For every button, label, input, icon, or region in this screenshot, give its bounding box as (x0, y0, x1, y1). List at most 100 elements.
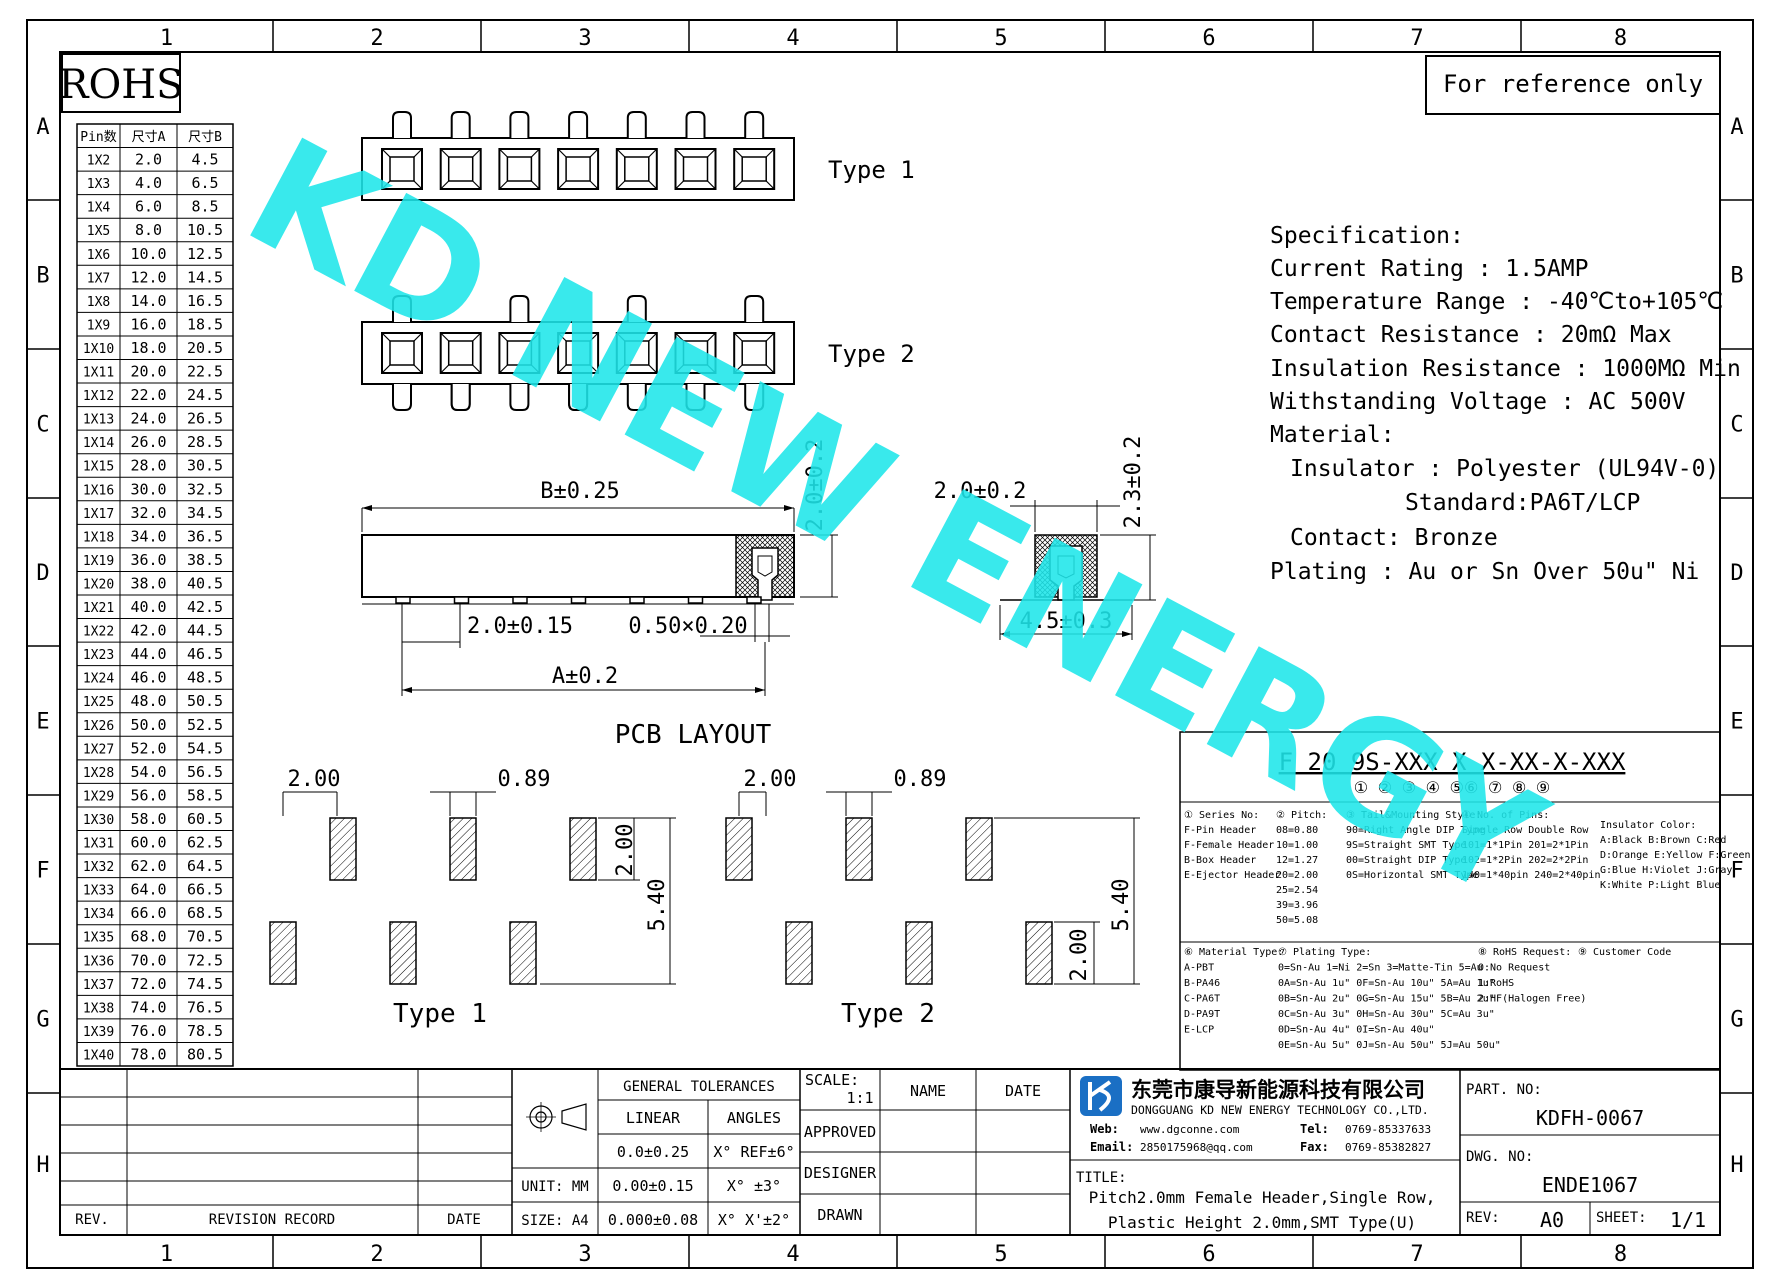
type2-label: Type 2 (828, 340, 915, 368)
pin-table-cell: 78.0 (130, 1045, 166, 1063)
dim-a: A±0.2 (552, 664, 618, 689)
revision-record-header: REVISION RECORD (209, 1212, 335, 1228)
pin-table-cell: 70.0 (130, 951, 166, 969)
dwg-no-label: DWG. NO: (1466, 1149, 1533, 1165)
pin-table-cell: 30.5 (187, 457, 223, 475)
col-label-bottom-3: 3 (578, 1242, 591, 1267)
pin-table-cell: 60.0 (130, 834, 166, 852)
pin-table-cell: 58.0 (130, 810, 166, 828)
pin-table-cell: 1X37 (83, 978, 114, 993)
pin-table-cell: 72.0 (130, 975, 166, 993)
tol-angle-3: X° X'±2° (718, 1211, 790, 1229)
col-label-4: 4 (786, 26, 799, 51)
code-line: F-Pin Header (1184, 825, 1256, 836)
pin-table-cell: 62.5 (187, 834, 223, 852)
pin-table-header: 尺寸A (132, 130, 166, 145)
col-label-bottom-2: 2 (370, 1242, 383, 1267)
pin-table-cell: 22.5 (187, 363, 223, 381)
front-view: B±0.25 2.0±0.2 2.0±0.15 0.50×0.20 A±0.2 (361, 439, 838, 696)
web: www.dgconne.com (1140, 1123, 1240, 1136)
code-line: ① Series No: (1184, 810, 1259, 821)
pin-table-cell: 1X6 (87, 248, 110, 263)
code-line: ⑥ Material Type: (1184, 947, 1283, 958)
pin-table-cell: 1X7 (87, 271, 110, 286)
pin-table-cell: 1X10 (83, 342, 114, 357)
pin-table-cell: 54.0 (130, 763, 166, 781)
fax-label: Fax: (1300, 1140, 1329, 1154)
pcb-dim-540-t2: 5.40 (1109, 879, 1134, 932)
approved-label: APPROVED (804, 1123, 876, 1141)
part-code-box: F 20 9S-XXX X X-XX-X-XXX ① ② ③ ④ ⑤⑥ ⑦ ⑧ … (1179, 731, 1751, 1071)
email: 2850175968@qq.com (1140, 1141, 1253, 1154)
pin-table-cell: 20.5 (187, 339, 223, 357)
col-label-bottom-6: 6 (1202, 1242, 1215, 1267)
pin-table-cell: 18.5 (187, 315, 223, 333)
pin-table-cell: 44.5 (187, 622, 223, 640)
row-label-right-C: C (1730, 413, 1743, 438)
pin-table-cell: 1X19 (83, 554, 114, 569)
pin-table-cell: 4.0 (135, 174, 162, 192)
code-line: B-PA46 (1184, 978, 1220, 989)
scale-value: 1:1 (846, 1089, 873, 1107)
pin-table-cell: 1X24 (83, 672, 114, 687)
pin-table-header: 尺寸B (188, 130, 222, 145)
pin-table-cell: 36.0 (130, 551, 166, 569)
spec-line: Plating : Au or Sn Over 50u" Ni (1270, 559, 1699, 585)
code-line: 0E=Sn-Au 5u" 0J=Sn-Au 50u" 5J=Au 50u" (1278, 1040, 1501, 1051)
pin-table-cell: 12.5 (187, 245, 223, 263)
code-line: A:Black B:Brown C:Red (1600, 835, 1726, 846)
col-label-8: 8 (1614, 26, 1627, 51)
pin-table-cell: 52.0 (130, 739, 166, 757)
col-label-7: 7 (1410, 26, 1423, 51)
code-line: 10=1.00 (1276, 840, 1318, 851)
col-label-6: 6 (1202, 26, 1215, 51)
rohs-box: ROHS (58, 53, 184, 113)
pin-table-cell: 1X35 (83, 931, 114, 946)
spec-line: Temperature Range : -40℃to+105℃ (1270, 289, 1723, 315)
tol-angle-1: X° REF±6° (713, 1143, 794, 1161)
dim-b: B±0.25 (540, 479, 619, 504)
pin-table-cell: 2.0 (135, 151, 162, 169)
pin-table-cell: 1X11 (83, 366, 114, 381)
row-label-right-B: B (1730, 264, 1743, 289)
code-line: 0D=Sn-Au 4u" 0I=Sn-Au 40u" (1278, 1025, 1435, 1036)
pin-table-cell: 1X17 (83, 507, 114, 522)
pin-table-cell: 1X28 (83, 766, 114, 781)
pin-table-cell: 24.0 (130, 410, 166, 428)
row-label-A: A (36, 115, 49, 140)
pin-table-cell: 1X27 (83, 742, 114, 757)
reference-note: For reference only (1443, 70, 1703, 98)
col-label-3: 3 (578, 26, 591, 51)
tol-linear-2: 0.00±0.15 (612, 1177, 693, 1195)
row-label-E: E (36, 710, 49, 735)
col-label-2: 2 (370, 26, 383, 51)
code-line: G:Blue H:Violet J:Gray (1600, 865, 1732, 876)
pcb-dim-200-v-t2: 2.00 (1067, 929, 1092, 982)
code-line: 0S=Horizontal SMT Type (1346, 870, 1478, 881)
rev-value: A0 (1540, 1208, 1564, 1232)
tol-linear-1: 0.0±0.25 (617, 1143, 689, 1161)
code-line: K:White P:Light Blue (1600, 880, 1720, 891)
pin-table-cell: 6.5 (191, 174, 218, 192)
dim-height: 2.0±0.2 (803, 439, 828, 532)
pin-table-cell: 14.5 (187, 268, 223, 286)
row-label-right-F: F (1730, 859, 1743, 884)
pin-table-cell: 1X22 (83, 625, 114, 640)
pin-table-cell: 76.0 (130, 1022, 166, 1040)
pin-table-cell: 34.5 (187, 504, 223, 522)
type2-top-view (361, 295, 795, 411)
pin-table-cell: 1X38 (83, 1001, 114, 1016)
pin-table-cell: 1X4 (87, 201, 111, 216)
dim-side-width: 2.0±0.2 (934, 479, 1027, 504)
reference-note-box: For reference only (1425, 55, 1721, 115)
outer-border (26, 19, 1754, 1269)
code-line: A-PBT (1184, 963, 1214, 974)
pin-table-cell: 40.5 (187, 574, 223, 592)
spec-line: Contact Resistance : 20mΩ Max (1270, 322, 1672, 348)
pin-table-cell: 24.5 (187, 386, 223, 404)
pin-table-cell: 26.5 (187, 410, 223, 428)
spec-line: Withstanding Voltage : AC 500V (1270, 389, 1686, 415)
col-label-bottom-1: 1 (160, 1242, 173, 1267)
